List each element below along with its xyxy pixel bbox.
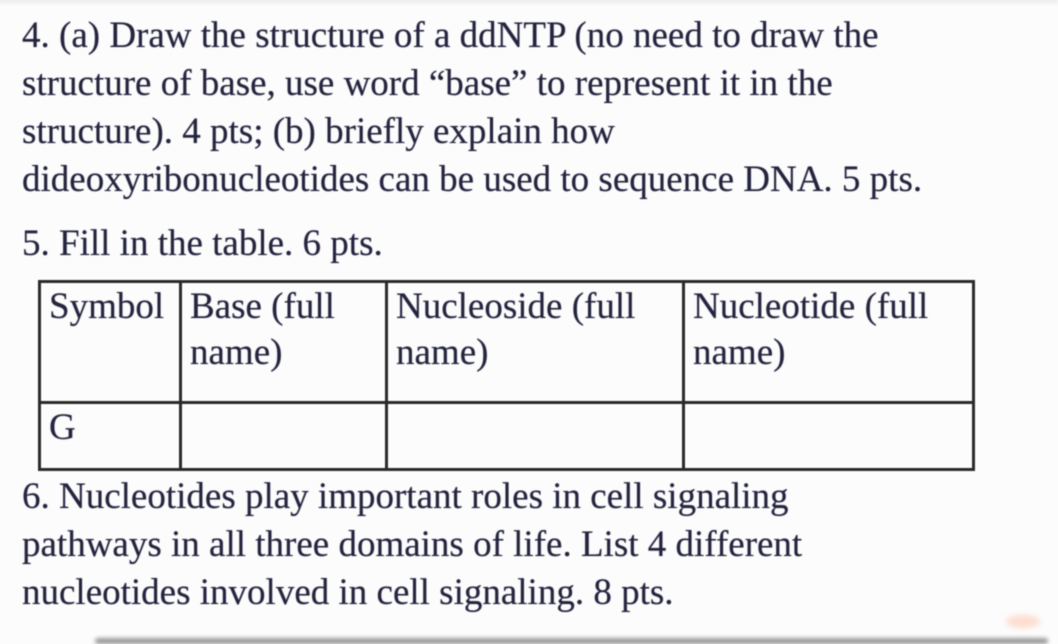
corner-smudge-artifact (1006, 615, 1040, 628)
table-header-nucleotide: Nucleotide (full name) (682, 280, 975, 404)
table-cell-symbol: G (38, 401, 182, 471)
table-cell-nucleotide-blank (682, 401, 975, 471)
table-row-g: G (38, 401, 975, 471)
table-header-row: Symbol Base (full name) Nucleoside (full… (38, 280, 975, 404)
question-4: 4. (a) Draw the structure of a ddNTP (no… (22, 12, 1022, 204)
table-cell-nucleoside-blank (385, 401, 685, 471)
table-cell-base-blank (179, 401, 388, 471)
table-header-base: Base (full name) (179, 280, 388, 404)
question-4-line-2: structure of base, use word “base” to re… (22, 63, 833, 104)
table-header-nucleoside: Nucleoside (full name) (385, 280, 685, 404)
question-5-prompt: 5. Fill in the table. 6 pts. (22, 223, 383, 264)
table-header-symbol: Symbol (38, 280, 182, 404)
question-6-line-3: nucleotides involved in cell signaling. … (22, 572, 674, 613)
bottom-edge-artifact (95, 638, 1048, 644)
question-4-line-4: dideoxyribonucleotides can be used to se… (22, 159, 923, 200)
question-4-line-3: structure). 4 pts; (b) briefly explain h… (22, 111, 615, 152)
question-6-line-2: pathways in all three domains of life. L… (22, 524, 803, 565)
question-6: 6. Nucleotides play important roles in c… (22, 473, 1022, 617)
question-4-line-1: 4. (a) Draw the structure of a ddNTP (no… (22, 15, 879, 56)
question-5-table: Symbol Base (full name) Nucleoside (full… (38, 280, 975, 471)
question-6-line-1: 6. Nucleotides play important roles in c… (22, 476, 789, 517)
